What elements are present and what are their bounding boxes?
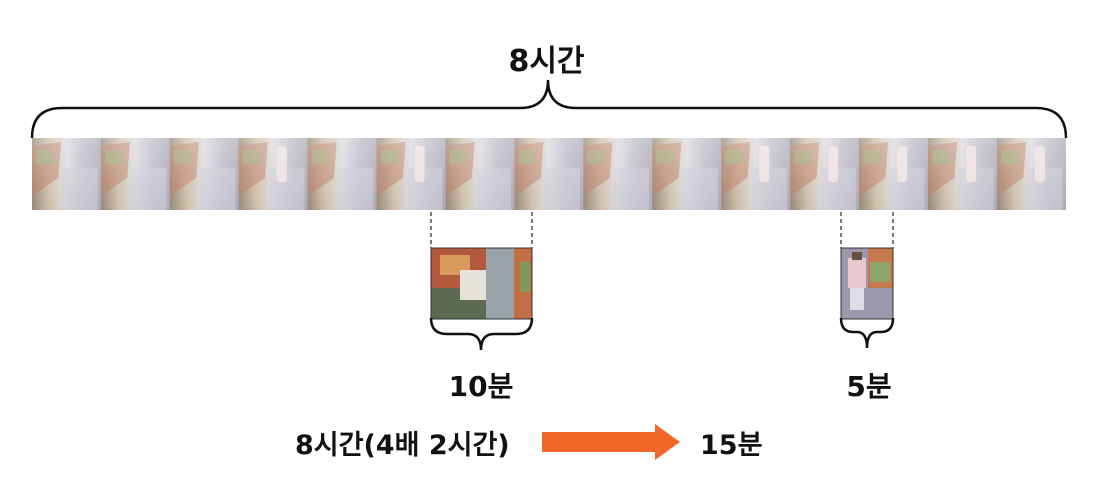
- clip-2-thumbnail: [840, 247, 894, 320]
- video-frame-strip: [32, 138, 1066, 210]
- formula-output-label: 15분: [700, 430, 763, 461]
- formula-input-label: 8시간(4배 2시간): [295, 430, 510, 461]
- video-frame: [997, 138, 1066, 210]
- total-brace: [30, 79, 1068, 139]
- clip-1-brace: [429, 317, 534, 351]
- video-frame: [32, 138, 101, 210]
- conversion-arrow: [542, 424, 680, 460]
- video-frame: [583, 138, 653, 210]
- video-frame: [169, 138, 239, 210]
- video-frame: [721, 138, 791, 210]
- video-frame: [307, 138, 377, 210]
- video-frame: [652, 138, 722, 210]
- clip-2-brace: [839, 317, 895, 349]
- video-frame: [238, 138, 308, 210]
- video-frame: [445, 138, 515, 210]
- video-frame: [928, 138, 998, 210]
- clip-guides: [430, 212, 894, 248]
- video-frame: [859, 138, 929, 210]
- video-frame: [376, 138, 446, 210]
- video-frame: [514, 138, 584, 210]
- clip-1-thumbnail: [430, 247, 533, 320]
- video-frame: [790, 138, 860, 210]
- total-duration-label: 8시간: [508, 44, 585, 79]
- clip-2-duration-label: 5분: [846, 370, 892, 403]
- clip-1-duration-label: 10분: [448, 370, 514, 403]
- video-frame: [100, 138, 170, 210]
